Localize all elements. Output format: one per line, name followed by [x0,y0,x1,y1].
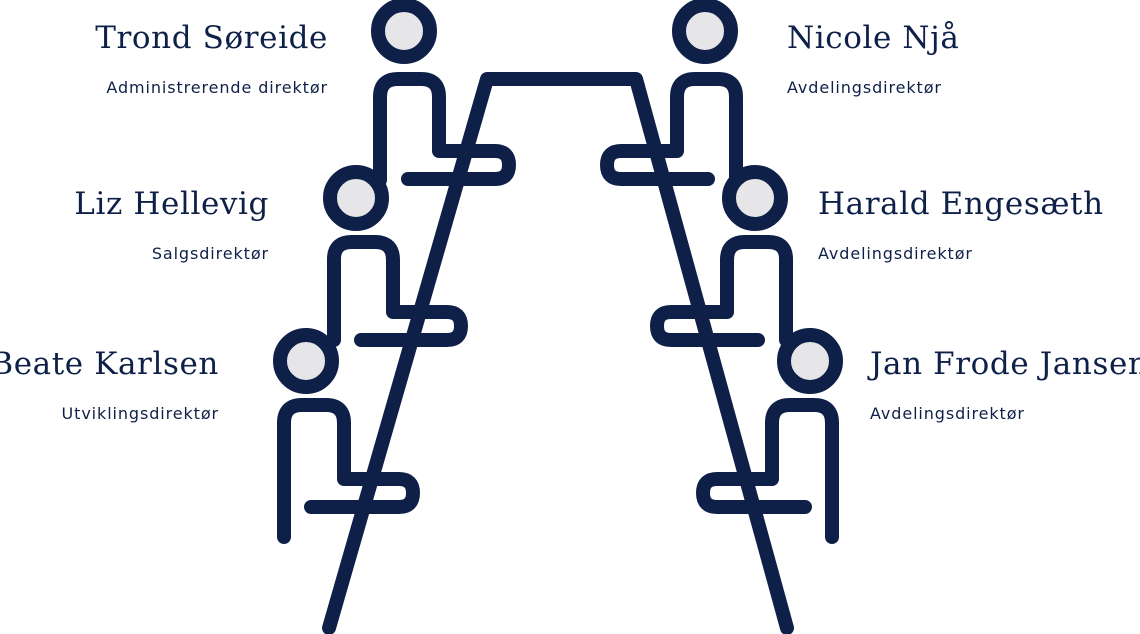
body-beate-karlsen [277,398,420,544]
person-name: Nicole Njå [787,20,960,56]
body-harald-engesaeth [650,235,793,347]
person-title: Avdelingsdirektør [787,78,942,97]
person-title: Utviklingsdirektør [61,404,219,423]
body-trond-soreide [373,72,516,187]
head-beate-karlsen [273,328,339,394]
head-harald-engesaeth [722,165,788,231]
person-label-harald-engesaeth: Harald Engesæth Avdelingsdirektør [818,186,1140,264]
figure-harald-engesaeth [650,165,793,347]
person-name: Liz Hellevig [74,186,269,222]
head-trond-soreide [371,0,437,64]
person-title: Salgsdirektør [151,244,269,263]
body-nicole-nja [600,72,743,187]
body-liz-hellevig [327,235,468,347]
figure-liz-hellevig [323,165,468,347]
person-label-beate-karlsen: Beate Karlsen Utviklingsdirektør [0,346,219,424]
person-name: Jan Frode Jansen [870,346,1140,382]
person-label-jan-frode-jansen: Jan Frode Jansen Avdelingsdirektør [870,346,1140,424]
person-name: Beate Karlsen [0,346,219,382]
head-jan-frode-jansen [777,328,843,394]
body-jan-frode-jansen [696,398,839,544]
person-label-trond-soreide: Trond Søreide Administrerende direktør [0,20,328,98]
person-title: Avdelingsdirektør [818,244,973,263]
person-name: Harald Engesæth [818,186,1104,222]
figure-nicole-nja [600,0,743,187]
head-nicole-nja [672,0,738,64]
head-liz-hellevig [323,165,389,231]
person-name: Trond Søreide [95,20,328,56]
person-title: Avdelingsdirektør [870,404,1025,423]
person-title: Administrerende direktør [106,78,328,97]
figure-beate-karlsen [273,328,420,544]
person-label-liz-hellevig: Liz Hellevig Salgsdirektør [0,186,269,264]
person-label-nicole-nja: Nicole Njå Avdelingsdirektør [787,20,1140,98]
figure-trond-soreide [371,0,516,187]
table-outline [322,72,794,634]
figure-jan-frode-jansen [696,328,843,544]
